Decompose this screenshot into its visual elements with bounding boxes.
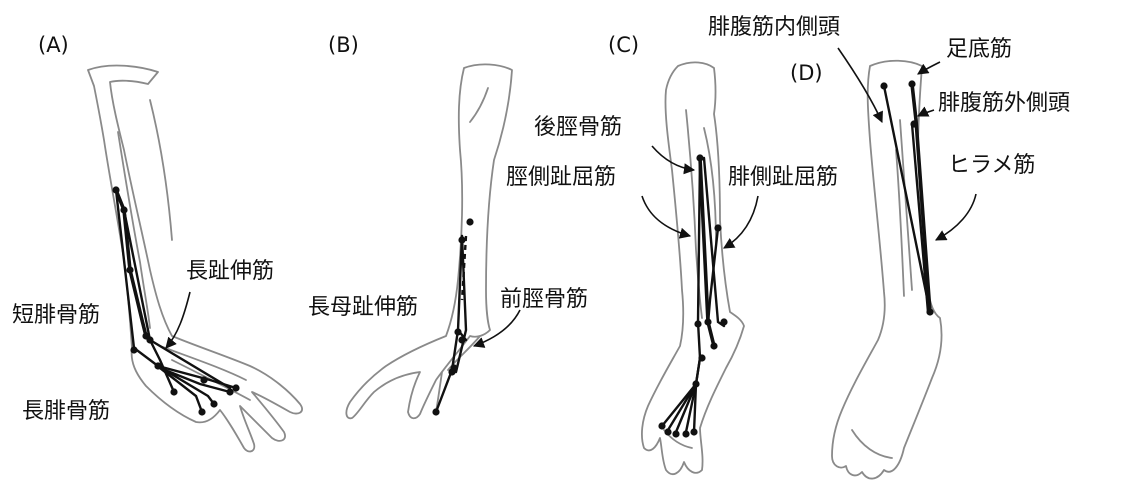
attachment-dot	[926, 308, 933, 315]
leader-tibialis-posterior	[652, 146, 694, 170]
panel-d: (D) 腓腹筋内側頭 足底筋 腓腹筋外側頭 ヒラメ筋	[708, 15, 1070, 479]
attachment-dot	[658, 422, 665, 429]
attachment-dot	[704, 318, 711, 325]
panel-c-leg-outline	[642, 62, 744, 474]
attachment-dot	[120, 206, 127, 213]
attachment-dot	[112, 186, 119, 193]
attachment-dot	[210, 400, 217, 407]
leader-flexor-digitorum-fibular	[724, 196, 758, 248]
attachment-dot	[466, 218, 473, 225]
attachment-dot	[432, 408, 439, 415]
attachment-dot	[714, 224, 721, 231]
panel-b-leg-outline	[346, 64, 512, 418]
attachment-dot	[448, 368, 455, 375]
panel-d-muscles	[880, 80, 933, 315]
attachment-dot	[672, 430, 679, 437]
panel-b-label: (B)	[328, 33, 359, 57]
attachment-dot	[126, 266, 133, 273]
attachment-dot	[880, 82, 887, 89]
attachment-dot	[454, 328, 461, 335]
panel-a: (A)	[12, 33, 302, 451]
panel-c-label: (C)	[608, 33, 639, 57]
attachment-dot	[910, 120, 917, 127]
attachment-dot	[226, 388, 233, 395]
label-flexor-digitorum-fibular: 腓側趾屈筋	[728, 165, 838, 190]
label-tibialis-anterior: 前脛骨筋	[500, 287, 588, 312]
attachment-dot	[720, 318, 727, 325]
label-peroneus-longus: 長腓骨筋	[22, 399, 110, 424]
attachment-dot	[458, 236, 465, 243]
leader-tibialis-anterior	[474, 310, 520, 346]
label-gastrocnemius-lateral: 腓腹筋外側頭	[938, 91, 1070, 116]
label-extensor-digitorum-longus: 長趾伸筋	[186, 259, 274, 284]
leader-gastrocnemius-lateral	[918, 110, 934, 116]
label-tibialis-posterior: 後脛骨筋	[534, 115, 622, 140]
leader-flexor-digitorum-tibial	[642, 196, 690, 236]
attachment-dot	[198, 408, 205, 415]
label-gastrocnemius-medial: 腓腹筋内側頭	[708, 15, 840, 40]
label-extensor-hallucis-longus: 長母趾伸筋	[308, 295, 418, 320]
leader-gastrocnemius-medial	[838, 48, 882, 122]
attachment-dot	[154, 362, 161, 369]
attachment-dot	[690, 428, 697, 435]
panel-c: (C)	[506, 33, 838, 474]
label-peroneus-brevis: 短腓骨筋	[12, 303, 100, 328]
label-soleus: ヒラメ筋	[948, 153, 1035, 178]
attachment-dot	[698, 354, 705, 361]
attachment-dot	[170, 388, 177, 395]
attachment-dot	[146, 336, 153, 343]
panel-a-muscles	[112, 186, 239, 415]
label-plantaris: 足底筋	[946, 37, 1012, 62]
attachment-dot	[232, 384, 239, 391]
panel-d-label: (D)	[790, 61, 823, 85]
attachment-dot	[682, 430, 689, 437]
leader-extensor-digitorum-longus	[166, 292, 190, 348]
leader-soleus	[936, 194, 976, 240]
attachment-dot	[200, 376, 207, 383]
attachment-dot	[130, 346, 137, 353]
attachment-dot	[458, 336, 465, 343]
attachment-dot	[696, 154, 703, 161]
attachment-dot	[694, 320, 701, 327]
attachment-dot	[692, 380, 699, 387]
attachment-dot	[664, 428, 671, 435]
label-flexor-digitorum-tibial: 脛側趾屈筋	[506, 165, 616, 190]
panel-b: (B) 長母趾伸筋 前脛骨筋	[308, 33, 588, 418]
panel-b-muscles	[432, 218, 473, 415]
attachment-dot	[710, 342, 717, 349]
attachment-dot	[908, 80, 915, 87]
panel-a-label: (A)	[38, 33, 69, 57]
